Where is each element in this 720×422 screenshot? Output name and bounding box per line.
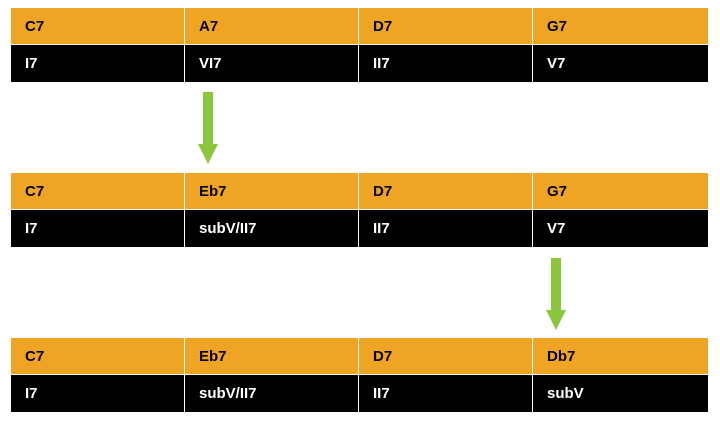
- degree-cell: II7: [359, 45, 533, 82]
- degree-cell: I7: [11, 210, 185, 247]
- chord-cell: Eb7: [185, 173, 359, 210]
- chord-cell: D7: [359, 338, 533, 375]
- chord-cell: A7: [185, 8, 359, 45]
- degree-cell: V7: [533, 45, 708, 82]
- progression-table-2: C7 Eb7 D7 G7 I7 subV/II7 II7 V7: [11, 172, 708, 247]
- degree-cell: subV: [533, 375, 708, 412]
- progression-table-3: C7 Eb7 D7 Db7 I7 subV/II7 II7 subV: [11, 337, 708, 412]
- chord-cell: D7: [359, 173, 533, 210]
- down-arrow-icon: [198, 92, 218, 164]
- chord-cell: C7: [11, 338, 185, 375]
- progression-table-1: C7 A7 D7 G7 I7 VI7 II7 V7: [11, 7, 708, 82]
- degree-cell: subV/II7: [185, 375, 359, 412]
- chord-cell: C7: [11, 8, 185, 45]
- degree-cell: II7: [359, 375, 533, 412]
- chord-cell: Db7: [533, 338, 708, 375]
- chord-cell: G7: [533, 173, 708, 210]
- degree-cell: I7: [11, 45, 185, 82]
- degree-cell: subV/II7: [185, 210, 359, 247]
- down-arrow-icon: [546, 258, 566, 330]
- degree-cell: II7: [359, 210, 533, 247]
- chord-cell: Eb7: [185, 338, 359, 375]
- degree-cell: VI7: [185, 45, 359, 82]
- chord-cell: G7: [533, 8, 708, 45]
- chord-cell: C7: [11, 173, 185, 210]
- degree-cell: V7: [533, 210, 708, 247]
- degree-cell: I7: [11, 375, 185, 412]
- chord-cell: D7: [359, 8, 533, 45]
